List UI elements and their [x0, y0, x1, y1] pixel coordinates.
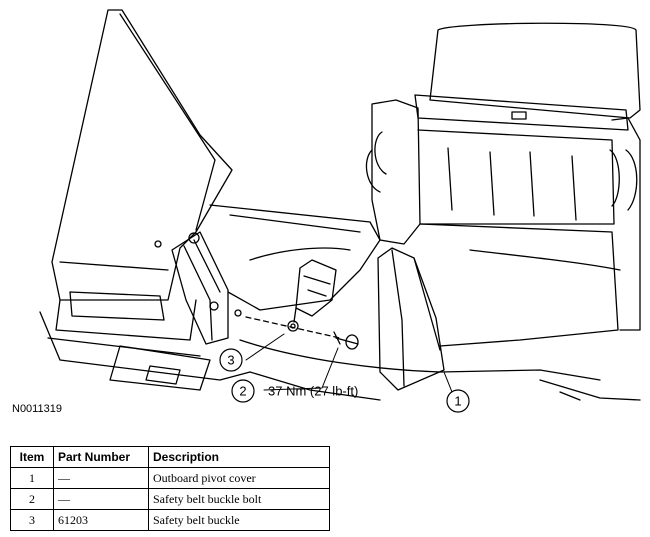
- row-item: 2: [10, 488, 54, 510]
- table-row: 2 — Safety belt buckle bolt: [10, 488, 330, 510]
- row-item: 3: [10, 509, 54, 531]
- header-part-number: Part Number: [53, 446, 149, 468]
- row-description: Safety belt buckle bolt: [148, 488, 330, 510]
- parts-table-header: Item Part Number Description: [10, 446, 330, 468]
- table-row: 3 61203 Safety belt buckle: [10, 509, 330, 531]
- header-description: Description: [148, 446, 330, 468]
- row-part-number: —: [53, 488, 149, 510]
- hinge-bracket-drawing: [154, 231, 229, 345]
- table-row: 1 — Outboard pivot cover: [10, 467, 330, 489]
- exploded-view-illustration: 3 2 37 Nm (27 lb-ft) 1: [39, 9, 641, 413]
- row-item: 1: [10, 467, 54, 489]
- seat-cushion-drawing: [209, 204, 601, 401]
- row-part-number: —: [53, 467, 149, 489]
- callout-3-number: 3: [227, 353, 234, 368]
- row-part-number: 61203: [53, 509, 149, 531]
- callout-3: 3: [219, 348, 243, 372]
- right-seat-drawing: [365, 22, 641, 401]
- callout-2-number: 2: [239, 384, 246, 399]
- outboard-pivot-cover-drawing: [377, 247, 445, 391]
- row-description: Safety belt buckle: [148, 509, 330, 531]
- callout-2: 2 37 Nm (27 lb-ft): [231, 379, 358, 403]
- header-item: Item: [10, 446, 54, 468]
- callout-1: 1: [446, 389, 470, 413]
- parts-table: Item Part Number Description 1 — Outboar…: [10, 446, 330, 531]
- row-description: Outboard pivot cover: [148, 467, 330, 489]
- callout-2-torque-label: 37 Nm (27 lb-ft): [268, 384, 358, 399]
- left-seatback-drawing: [39, 9, 251, 391]
- buckle-bolt-drawing: [245, 316, 359, 350]
- callout-1-number: 1: [454, 394, 461, 409]
- safety-belt-buckle-drawing: [234, 259, 337, 332]
- callout-leaders: [245, 333, 453, 393]
- figure-id: N0011319: [12, 403, 62, 415]
